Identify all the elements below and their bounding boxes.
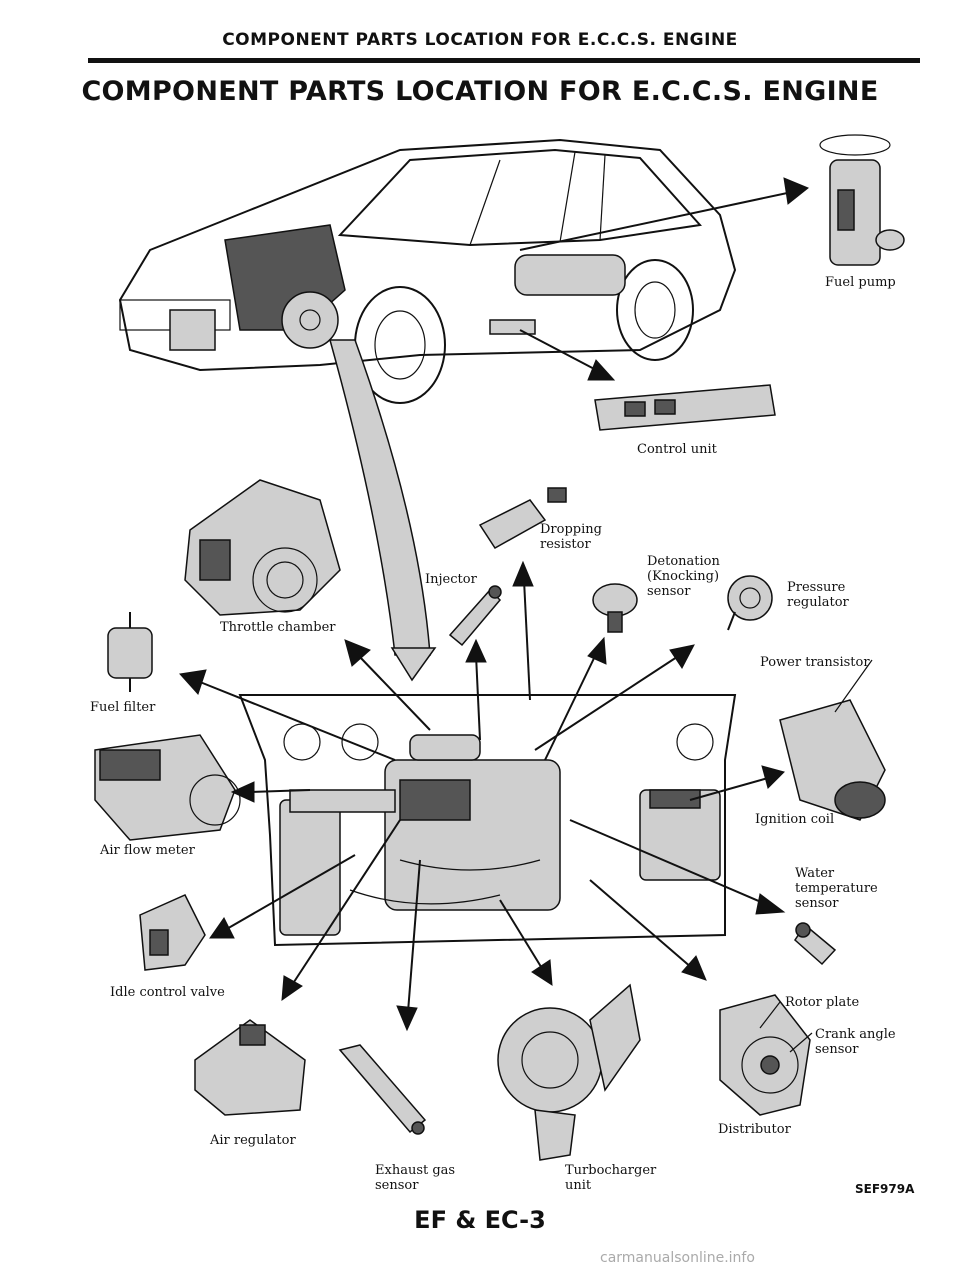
distributor-illustration [719, 994, 811, 1116]
fuel-pump-illustration [819, 134, 905, 266]
running-header-title: COMPONENT PARTS LOCATION FOR E.C.C.S. EN… [222, 30, 738, 50]
injector-illustration [448, 585, 502, 647]
detonation-sensor-illustration [592, 583, 638, 633]
label-injector: Injector [425, 572, 477, 587]
label-idle-control-valve: Idle control valve [110, 985, 225, 1000]
fuel-filter-illustration [107, 612, 153, 692]
header-rule [88, 58, 920, 63]
idle-control-valve-illustration [139, 894, 206, 971]
pressure-regulator-illustration [727, 575, 773, 631]
page-title: COMPONENT PARTS LOCATION FOR E.C.C.S. EN… [81, 76, 879, 107]
watermark-text: carmanualsonline.info [600, 1250, 755, 1266]
label-air-regulator: Air regulator [210, 1133, 296, 1148]
label-turbocharger-unit: Turbocharger unit [565, 1163, 657, 1193]
exhaust-gas-sensor-illustration [338, 1044, 427, 1135]
dropping-resistor-illustration [478, 487, 567, 549]
label-power-transistor: Power transistor [760, 655, 870, 670]
label-distributor: Distributor [718, 1122, 791, 1137]
label-crank-angle-sensor: Crank angle sensor [815, 1027, 896, 1057]
air-regulator-illustration [194, 1019, 306, 1116]
turbocharger-illustration [497, 983, 641, 1161]
car-illustration [118, 138, 737, 404]
label-rotor-plate: Rotor plate [785, 995, 860, 1010]
label-dropping-resistor: Dropping resistor [540, 522, 602, 552]
label-ignition-coil: Ignition coil [755, 812, 835, 827]
label-detonation-sensor: Detonation (Knocking) sensor [647, 554, 720, 599]
air-flow-meter-illustration [94, 734, 241, 841]
page-number: EF & EC-3 [414, 1206, 546, 1234]
control-unit-illustration [594, 384, 776, 431]
label-control-unit: Control unit [637, 442, 717, 457]
figure-code: SEF979A [855, 1182, 915, 1196]
engine-bay-illustration [238, 694, 737, 947]
label-air-flow-meter: Air flow meter [100, 843, 195, 858]
ignition-coil-illustration [779, 699, 886, 821]
label-pressure-regulator: Pressure regulator [787, 580, 849, 610]
label-water-temperature-sensor: Water temperature sensor [795, 866, 878, 911]
label-exhaust-gas-sensor: Exhaust gas sensor [375, 1163, 456, 1193]
label-throttle-chamber: Throttle chamber [220, 620, 336, 635]
label-fuel-filter: Fuel filter [90, 700, 156, 715]
throttle-chamber-illustration [184, 479, 341, 616]
pointer-arrows [179, 177, 873, 1053]
label-fuel-pump: Fuel pump [825, 275, 896, 290]
water-temperature-sensor-illustration [794, 922, 837, 966]
